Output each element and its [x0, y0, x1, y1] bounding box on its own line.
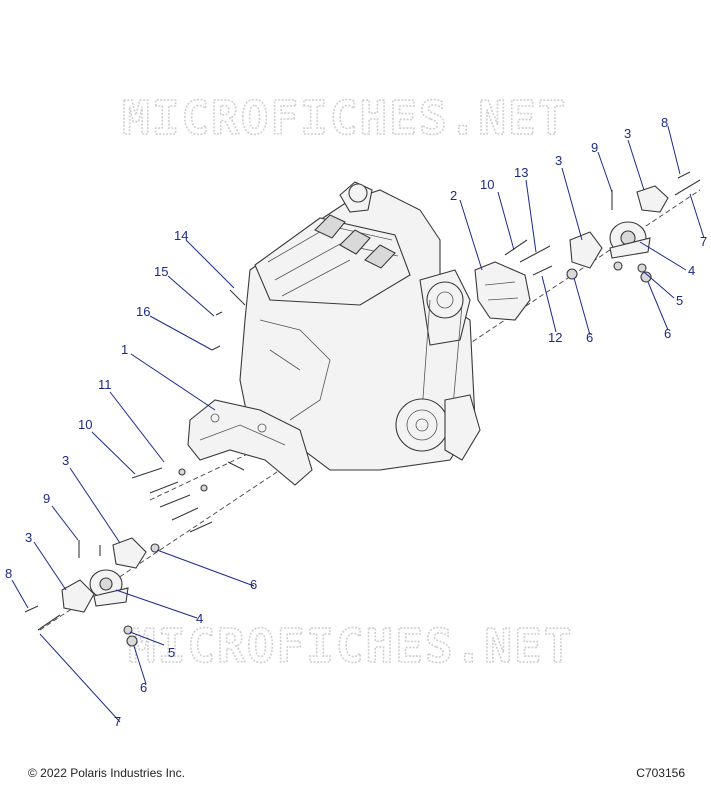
nut-6-right: [640, 271, 652, 283]
callout-6-mid-left: 6: [250, 577, 257, 592]
callout-8-right: 8: [661, 115, 668, 130]
mount-bracket-3-mid-right: [569, 231, 603, 269]
mount-bracket-3-far-left: [61, 579, 95, 613]
bolt-10-right: [504, 239, 528, 256]
watermark-top: MICROFICHES.NET: [122, 91, 567, 145]
nut-6-mid-right: [566, 268, 578, 280]
callout-11: 11: [98, 377, 112, 392]
callout-3-far-right: 3: [624, 126, 631, 141]
callout-labels: 1 2 3 3 3 3 4 4 5 5 6 6 6 6 7 7 8 8 9 9 …: [5, 115, 707, 729]
callout-3-mid-left: 3: [62, 453, 69, 468]
bolt-7-left: [37, 614, 61, 631]
part-16: [211, 345, 221, 351]
bolt-13: [519, 245, 551, 263]
washer-5-right: [637, 263, 647, 273]
callout-7-left: 7: [114, 714, 121, 729]
engine-bracket-1: [187, 399, 313, 486]
callout-12: 12: [548, 330, 562, 345]
bolt-7-right: [674, 179, 701, 196]
callout-6-left: 6: [140, 680, 147, 695]
mount-bracket-3-mid-left: [112, 537, 147, 569]
callout-5-left: 5: [168, 645, 175, 660]
diagram-code: C703156: [636, 766, 685, 780]
callout-3-far-left: 3: [25, 530, 32, 545]
callout-16: 16: [136, 304, 150, 319]
watermark-bottom: MICROFICHES.NET: [128, 619, 573, 673]
engine-assembly: [239, 181, 481, 471]
part-14: [229, 289, 246, 306]
callout-6-mid-right: 6: [586, 330, 593, 345]
copyright-notice: © 2022 Polaris Industries Inc.: [28, 766, 185, 780]
callout-6-right: 6: [664, 326, 671, 341]
callout-10-right: 10: [480, 177, 494, 192]
callout-15: 15: [154, 264, 168, 279]
nut-6-left: [126, 635, 138, 647]
engine-bracket-2: [474, 261, 531, 321]
callout-13: 13: [514, 165, 528, 180]
left-mount-group: [24, 289, 246, 647]
bolt-12: [532, 265, 553, 276]
leader-lines: [11, 125, 705, 723]
callout-5-right: 5: [676, 293, 683, 308]
callout-9-right: 9: [591, 140, 598, 155]
callout-4-left: 4: [196, 611, 203, 626]
right-mount-group: [504, 171, 701, 283]
bolt-8-right: [677, 171, 691, 179]
callout-1: 1: [121, 342, 128, 357]
bolt-10-left: [131, 467, 163, 479]
callout-7-right: 7: [700, 234, 707, 249]
callout-4-right: 4: [688, 263, 695, 278]
callout-10-left: 10: [78, 417, 92, 432]
callout-8-left: 8: [5, 566, 12, 581]
callout-14: 14: [174, 228, 188, 243]
callout-9-left: 9: [43, 491, 50, 506]
bolt-8-left: [24, 605, 39, 613]
bolt-15: [215, 311, 223, 316]
mount-bracket-3-far-right: [636, 185, 669, 213]
callout-3-mid-right: 3: [555, 153, 562, 168]
callout-2: 2: [450, 188, 457, 203]
